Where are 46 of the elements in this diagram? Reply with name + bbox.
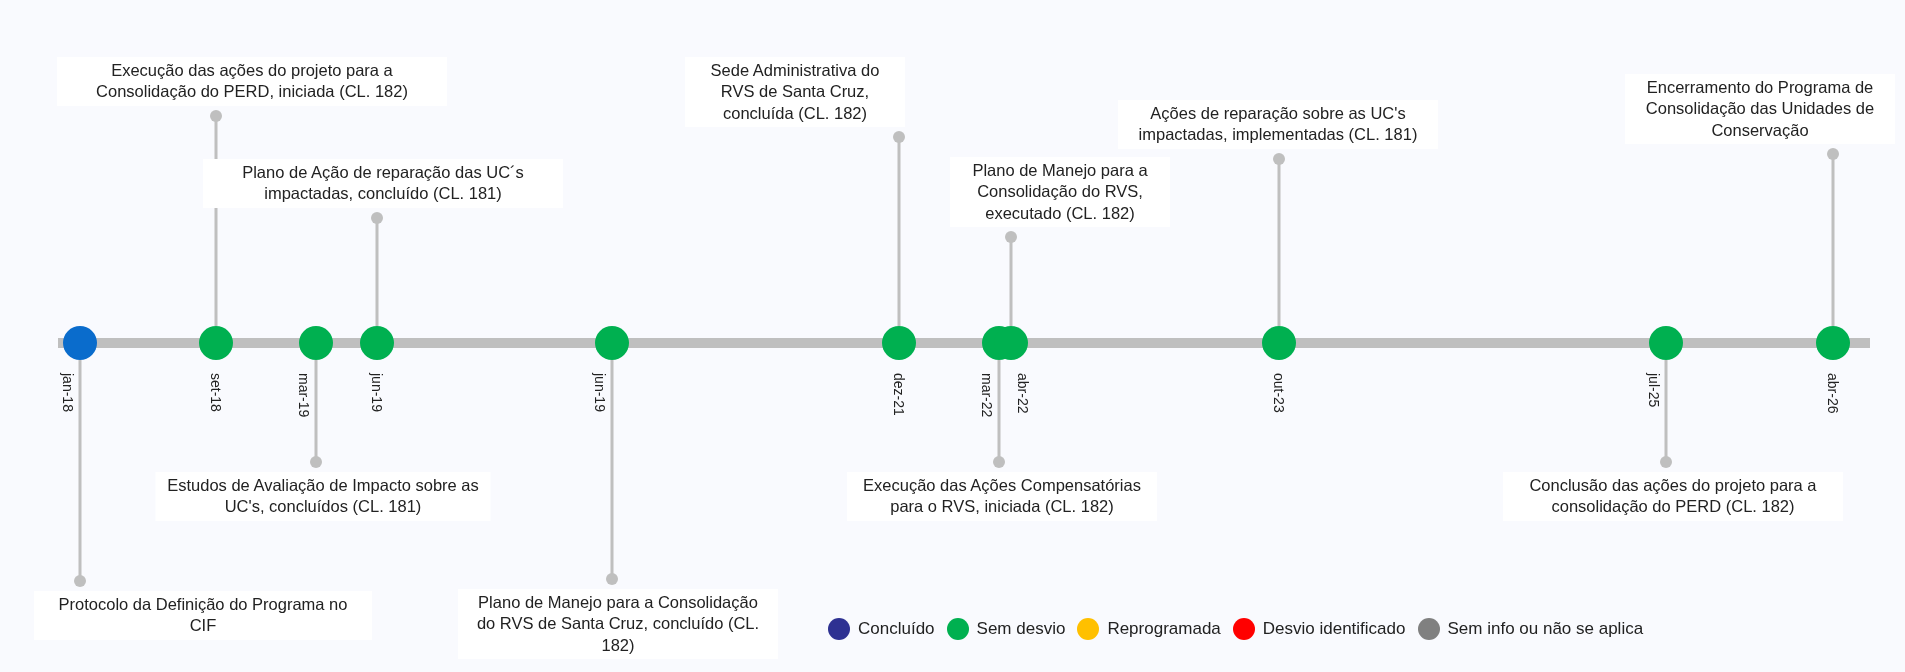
milestone-dot — [299, 326, 333, 360]
milestone-label: Execução das ações do projeto para a Consolidação do PERD, iniciada (CL. 182) — [57, 57, 447, 106]
date-label: abr-22 — [1016, 373, 1030, 414]
date-label: out-23 — [1272, 373, 1286, 413]
leader-line — [606, 360, 618, 585]
date-label: mar-22 — [980, 373, 994, 418]
milestone-dot — [360, 326, 394, 360]
milestone-label: Protocolo da Definição do Programa no CIF — [34, 591, 372, 640]
milestone-label: Plano de Manejo para a Consolidação do RVS de Santa Cruz, concluído (CL. 182) — [458, 589, 778, 660]
milestone-dot — [199, 326, 233, 360]
milestone-label: Conclusão das ações do projeto para a consolidação do PERD (CL. 182) — [1503, 472, 1843, 521]
leader-line — [1660, 360, 1672, 468]
date-label: jul-25 — [1647, 373, 1661, 408]
milestone-label: Execução das Ações Compensatórias para o RVS, iniciada (CL. 182) — [847, 472, 1157, 521]
milestone-label: Estudos de Avaliação de Impacto sobre as UC's, concluídos (CL. 181) — [155, 472, 491, 521]
leader-line — [893, 131, 905, 326]
milestone-label: Encerramento do Programa de Consolidação das Unidades de Conservação — [1625, 74, 1895, 145]
milestone-label: Sede Administrativa do RVS de Santa Cruz, concluída (CL. 182) — [685, 57, 905, 128]
milestone-label: Plano de Manejo para a Consolidação do RVS, executado (CL. 182) — [950, 157, 1170, 228]
leader-line — [371, 212, 383, 326]
legend-label: Desvio identificado — [1262, 619, 1406, 639]
legend-label: Reprogramada — [1107, 619, 1221, 639]
date-label: jan-18 — [61, 373, 75, 412]
milestone-label: Plano de Ação de reparação das UC´s impactadas, concluído (CL. 181) — [203, 159, 563, 208]
date-label: dez-21 — [892, 373, 906, 416]
date-label: mar-19 — [297, 373, 311, 418]
leader-line — [310, 360, 322, 468]
leader-line — [1005, 231, 1017, 326]
milestone-dot — [1262, 326, 1296, 360]
date-label: jun-19 — [593, 373, 607, 412]
legend-label: Concluído — [858, 619, 935, 639]
date-label: abr-26 — [1826, 373, 1840, 414]
leader-line — [993, 360, 1005, 468]
date-label: set-18 — [209, 373, 223, 412]
legend-label: Sem desvio — [976, 619, 1066, 639]
legend-label: Sem info ou não se aplica — [1447, 619, 1644, 639]
milestone-dot — [1649, 326, 1683, 360]
leader-line — [1273, 153, 1285, 326]
leader-line — [1827, 148, 1839, 326]
milestone-dot — [63, 326, 97, 360]
milestone-dot — [1816, 326, 1850, 360]
leader-line — [74, 360, 86, 587]
milestone-dot — [595, 326, 629, 360]
date-label: jun-19 — [370, 373, 384, 412]
milestone-label: Ações de reparação sobre as UC's impactadas, implementadas (CL. 181) — [1118, 100, 1438, 149]
milestone-dot — [882, 326, 916, 360]
